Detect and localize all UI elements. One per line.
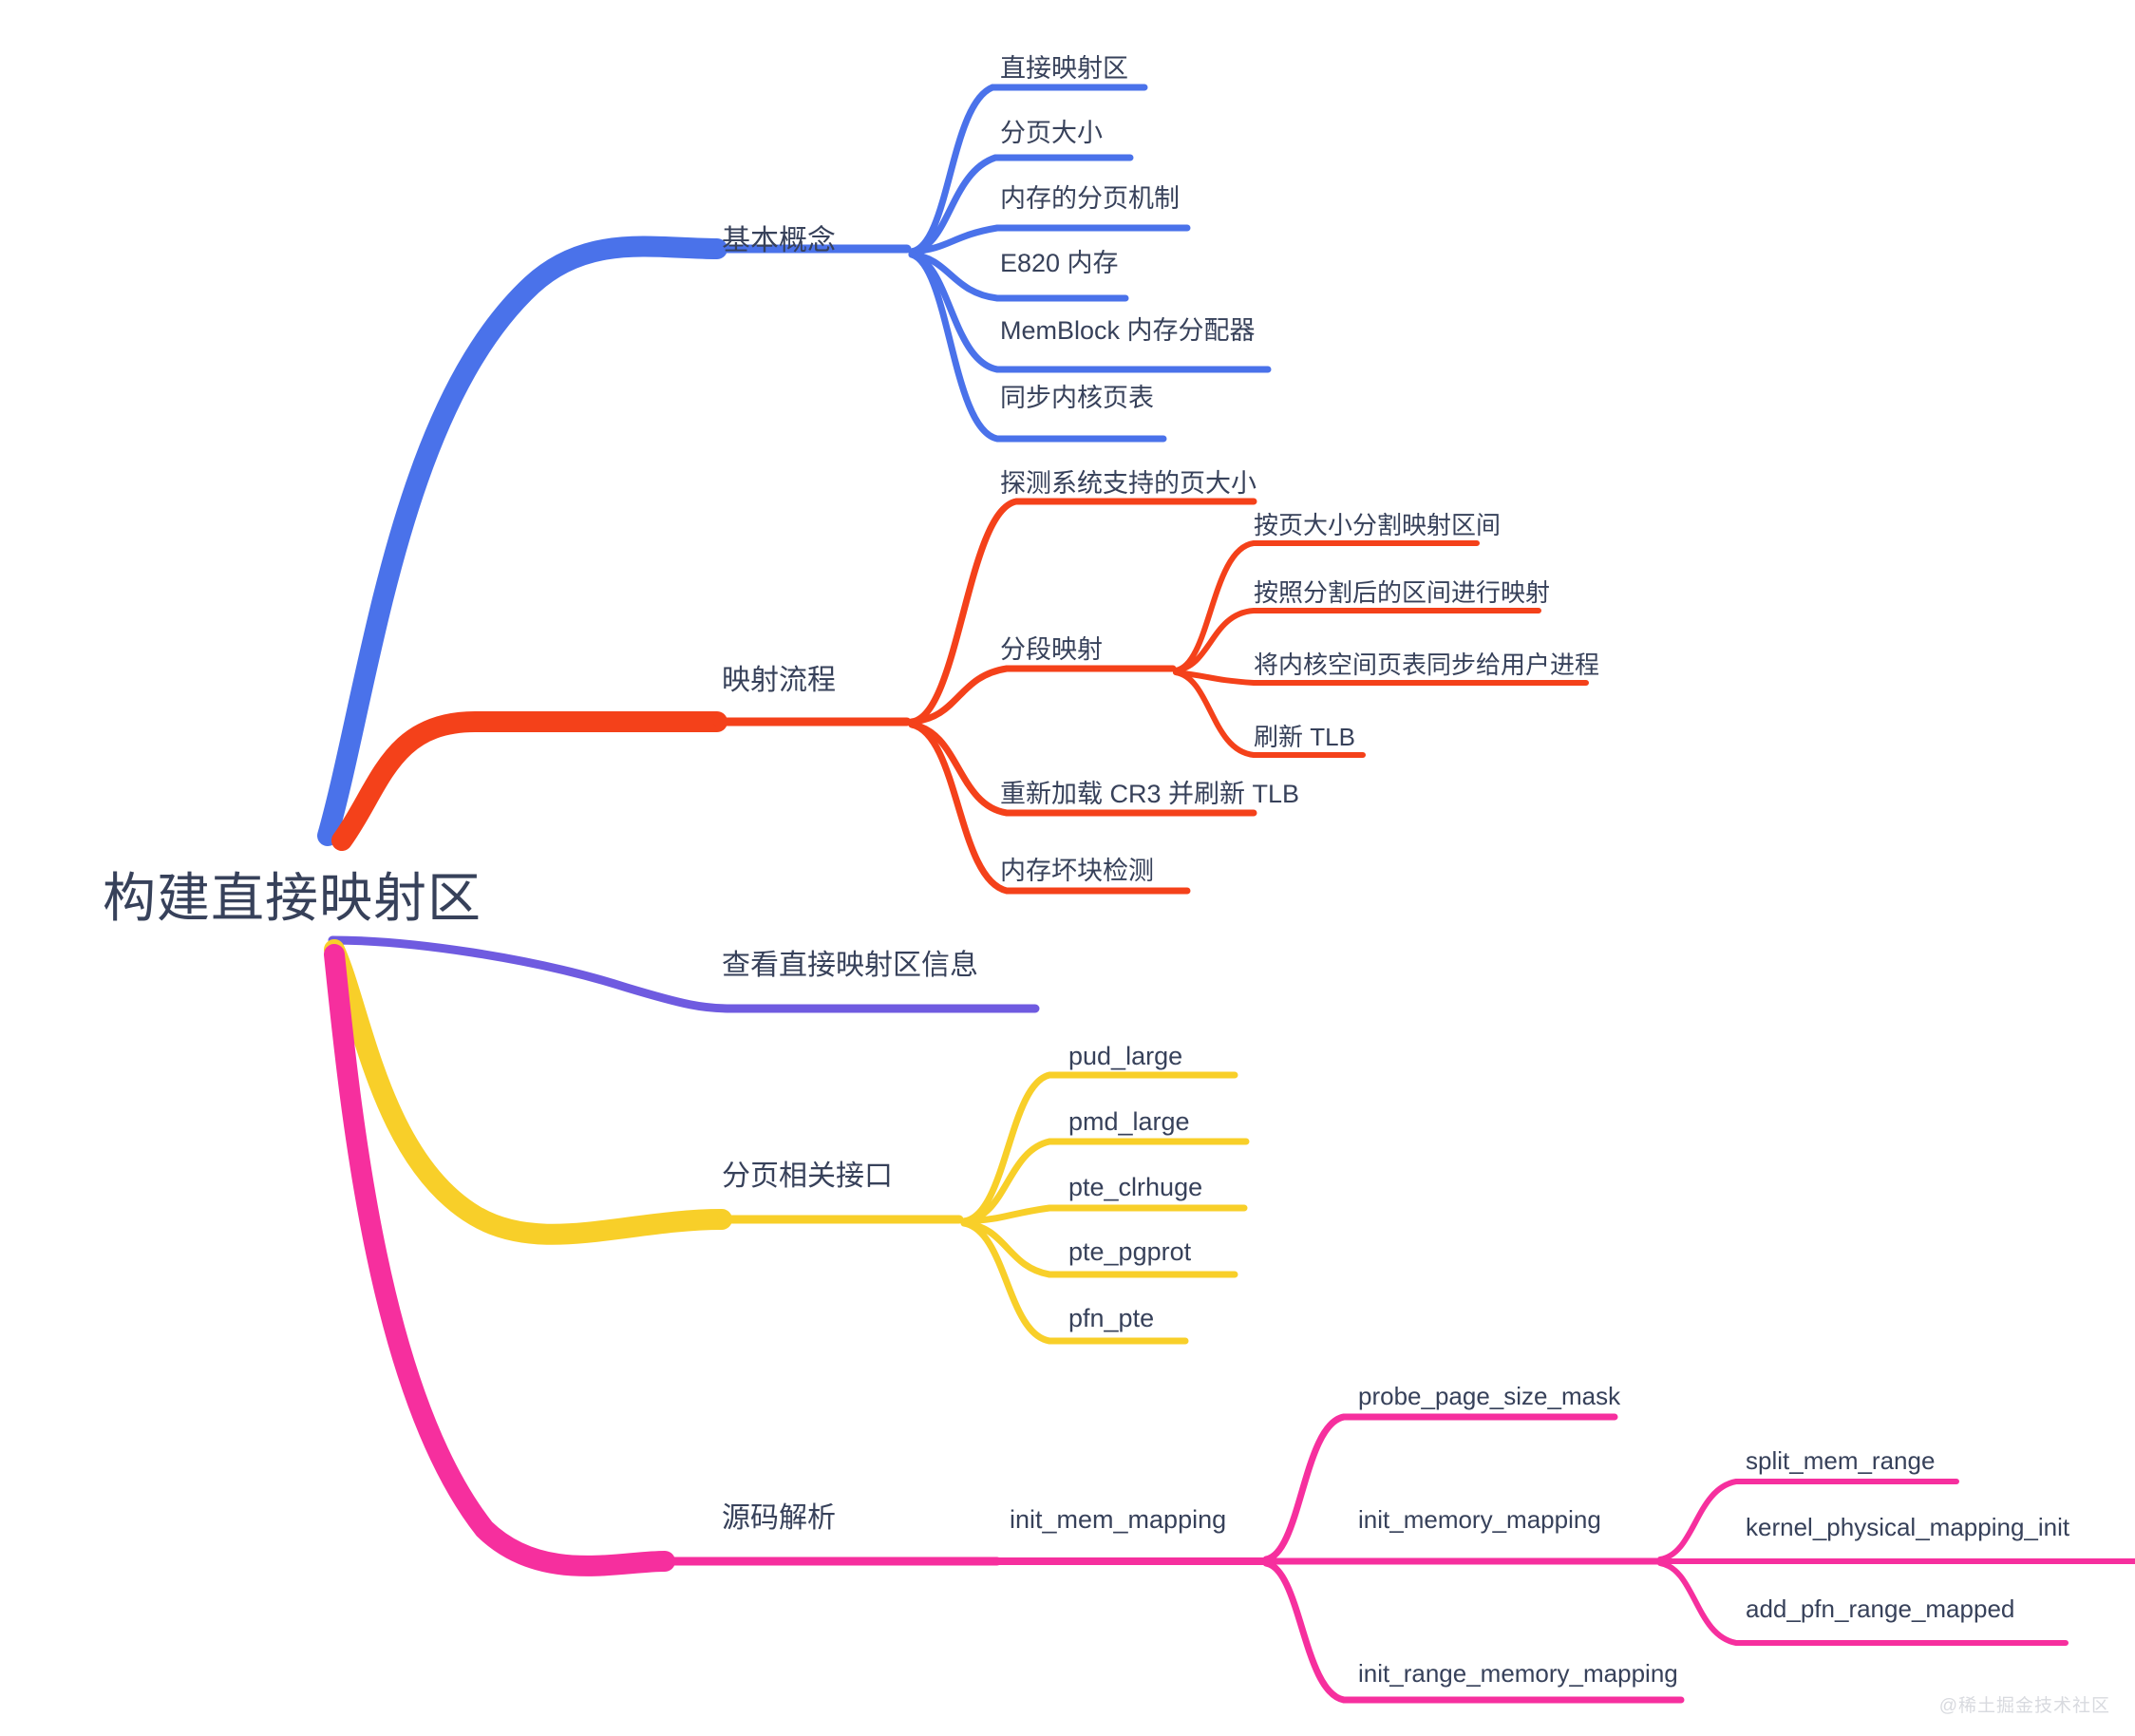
watermark: @稀土掘金技术社区 xyxy=(1938,1696,2110,1716)
edge-root-to-paging-api xyxy=(324,939,732,1245)
edge-pa-child-3 xyxy=(960,1204,1248,1225)
node-split-mapping-range-by-page-size[interactable]: 按页大小分割映射区间 xyxy=(1254,511,1502,539)
edge-mf-child-2 xyxy=(908,665,1124,726)
node-init-mem-mapping[interactable]: init_mem_mapping xyxy=(1010,1505,1227,1534)
node-e820-memory[interactable]: E820 内存 xyxy=(1000,249,1119,277)
node-split-mem-range[interactable]: split_mem_range xyxy=(1746,1446,1936,1475)
node-probe-supported-page-size[interactable]: 探测系统支持的页大小 xyxy=(1000,469,1256,498)
node-direct-mapping-area[interactable]: 直接映射区 xyxy=(1000,54,1128,83)
node-init-memory-mapping[interactable]: init_memory_mapping xyxy=(1358,1505,1601,1534)
branch-label-paging-api[interactable]: 分页相关接口 xyxy=(722,1160,893,1192)
edge-mf-child-1 xyxy=(908,498,1257,726)
branch-label-basic-concepts[interactable]: 基本概念 xyxy=(722,225,836,256)
node-kernel-physical-mapping-init[interactable]: kernel_physical_mapping_init xyxy=(1746,1513,2070,1541)
node-pmd-large[interactable]: pmd_large xyxy=(1068,1107,1190,1136)
edge-bc-child-1 xyxy=(908,84,1148,255)
node-pte-pgprot[interactable]: pte_pgprot xyxy=(1068,1237,1192,1266)
edge-root-to-source-analysis xyxy=(324,944,675,1576)
node-reload-cr3-flush-tlb[interactable]: 重新加载 CR3 并刷新 TLB xyxy=(1000,780,1300,808)
branch-label-source-analysis[interactable]: 源码解析 xyxy=(722,1502,836,1534)
edge-root-to-mapping-flow xyxy=(331,711,727,851)
node-sync-kernel-page-table[interactable]: 同步内核页表 xyxy=(1000,384,1154,412)
branch-label-mapping-flow[interactable]: 映射流程 xyxy=(722,665,836,696)
node-pud-large[interactable]: pud_large xyxy=(1068,1042,1183,1070)
root-node[interactable]: 构建直接映射区 xyxy=(103,868,482,928)
node-add-pfn-range-mapped[interactable]: add_pfn_range_mapped xyxy=(1746,1594,2015,1623)
node-sync-kernel-pagetable-to-user[interactable]: 将内核空间页表同步给用户进程 xyxy=(1254,651,1600,679)
node-memory-paging-mechanism[interactable]: 内存的分页机制 xyxy=(1000,184,1180,213)
node-memblock-allocator[interactable]: MemBlock 内存分配器 xyxy=(1000,316,1256,345)
node-segmented-mapping[interactable]: 分段映射 xyxy=(1000,635,1103,664)
edge-root-to-basic-concepts xyxy=(317,236,727,846)
edge-imm-child-1 xyxy=(1262,1413,1618,1563)
node-probe-page-size-mask[interactable]: probe_page_size_mask xyxy=(1358,1382,1621,1410)
node-pfn-pte[interactable]: pfn_pte xyxy=(1068,1304,1155,1332)
node-map-by-split-range[interactable]: 按照分割后的区间进行映射 xyxy=(1254,578,1551,607)
node-init-range-memory-mapping[interactable]: init_range_memory_mapping xyxy=(1358,1659,1678,1688)
branch-label-view-direct-mapping-info[interactable]: 查看直接映射区信息 xyxy=(722,950,978,981)
node-pte-clrhuge[interactable]: pte_clrhuge xyxy=(1068,1173,1203,1201)
node-memory-bad-block-detect[interactable]: 内存坏块检测 xyxy=(1000,857,1154,885)
node-page-size[interactable]: 分页大小 xyxy=(1000,119,1103,147)
node-flush-tlb[interactable]: 刷新 TLB xyxy=(1254,723,1355,751)
